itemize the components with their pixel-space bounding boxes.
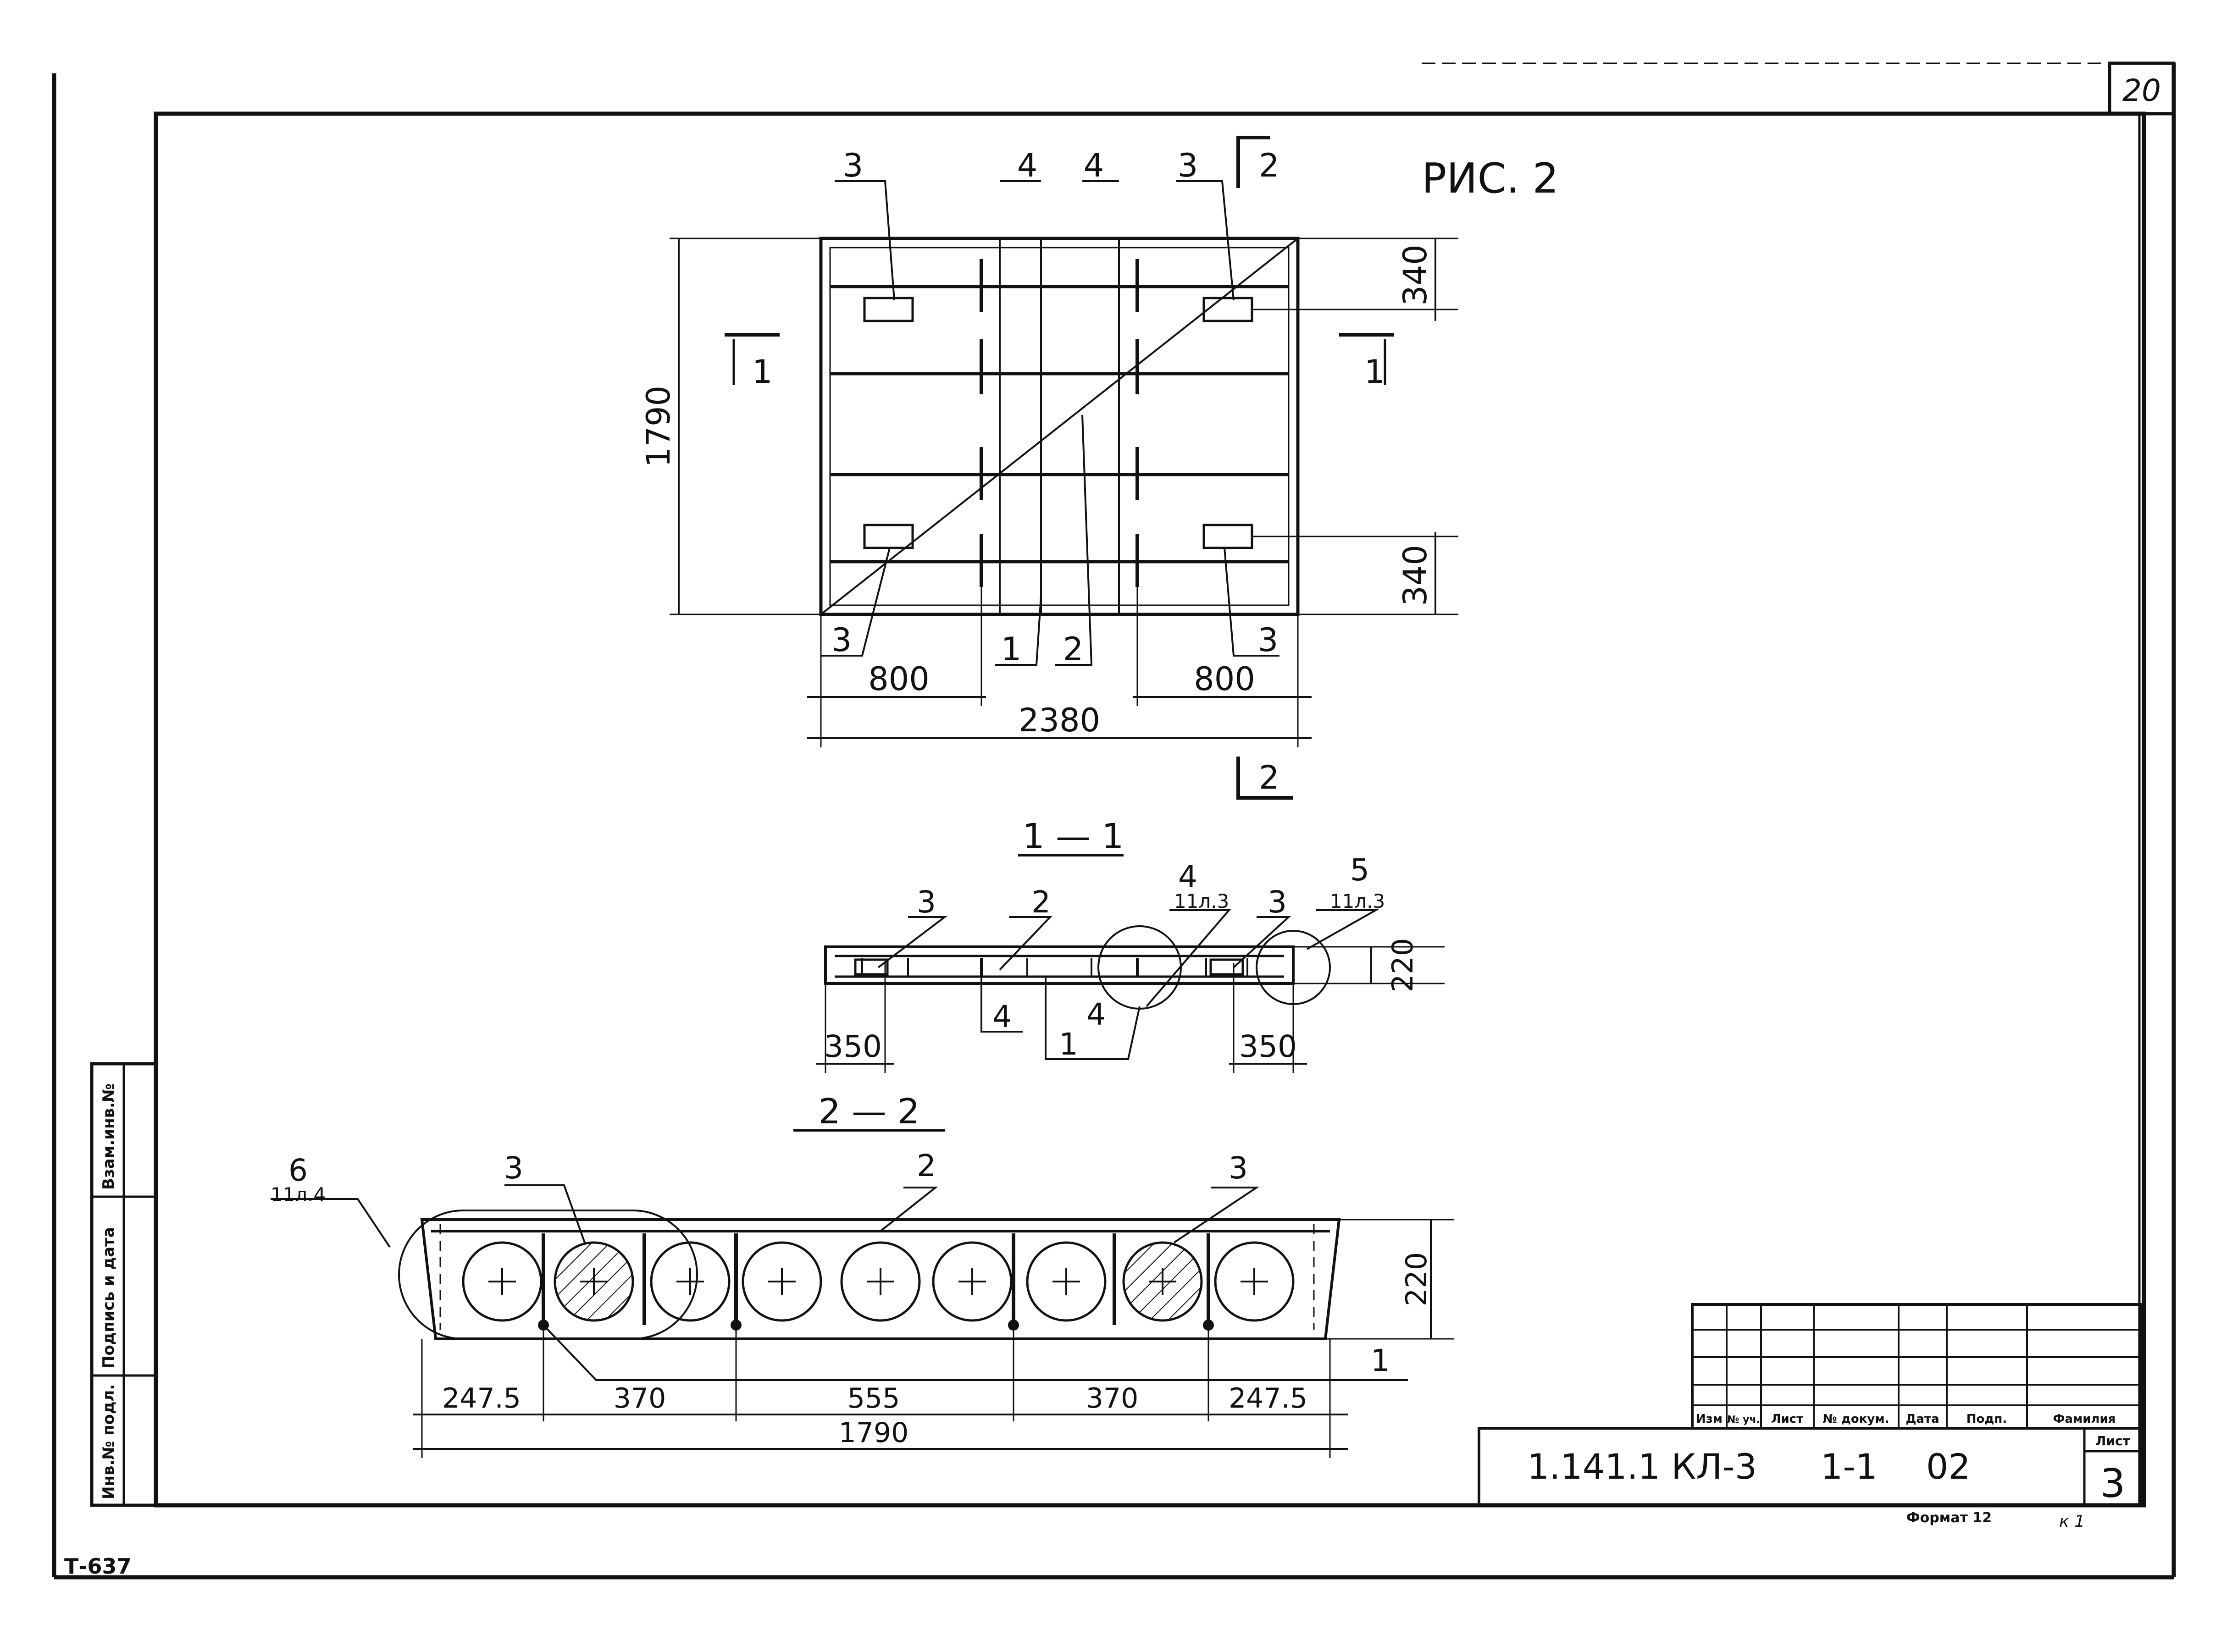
s11-callout-3-right: 3 bbox=[1268, 884, 1287, 920]
s11-callout-1: 1 bbox=[1059, 1027, 1078, 1062]
document-section: 1-1 bbox=[1821, 1446, 1878, 1487]
dim-s22-d1: 247.5 bbox=[442, 1382, 521, 1414]
title-block-headers: Изм № уч. Лист № докум. Дата Подп. Фамил… bbox=[1696, 1412, 2116, 1426]
plan-callout-3-tl: 3 bbox=[843, 147, 864, 184]
dim-s22-d5: 247.5 bbox=[1229, 1382, 1307, 1414]
plan-callout-4-a: 4 bbox=[1017, 147, 1038, 184]
void-9 bbox=[1214, 1241, 1295, 1322]
plan-callout-3-tr: 3 bbox=[1178, 147, 1198, 184]
void-3 bbox=[650, 1241, 731, 1322]
void-2-filled bbox=[554, 1241, 634, 1322]
s22-callout-6: 6 bbox=[288, 1153, 308, 1188]
format-label: Формат 12 bbox=[1906, 1510, 1992, 1526]
header-date: Дата bbox=[1905, 1412, 1939, 1426]
detail-outline-6 bbox=[398, 1210, 698, 1340]
plan-callout-1: 1 bbox=[1001, 630, 1022, 668]
header-list: Лист bbox=[1771, 1412, 1803, 1426]
dim-plan-top-offset: 340 bbox=[1396, 244, 1434, 306]
void-5 bbox=[840, 1241, 921, 1322]
section-1-1-labels: 1 — 1 3 2 4 11л.3 3 5 11л.3 4 4 1 220 35… bbox=[824, 816, 1419, 1064]
s11-callout-2: 2 bbox=[1031, 884, 1051, 920]
detail-circle-4 bbox=[1097, 925, 1182, 1010]
sheet-border bbox=[52, 61, 2176, 1580]
title-block bbox=[1478, 1303, 2143, 1507]
plate-embedded-tl bbox=[863, 297, 914, 322]
side-stamp bbox=[90, 1062, 158, 1507]
dim-s22-d4: 370 bbox=[1086, 1382, 1139, 1414]
s22-callout-1: 1 bbox=[1371, 1343, 1390, 1378]
section-1-1 bbox=[816, 854, 1445, 1073]
cut-label-1-left: 1 bbox=[752, 353, 773, 391]
void-1 bbox=[462, 1241, 543, 1322]
dim-s11-height: 220 bbox=[1386, 938, 1419, 992]
plate-embedded-br bbox=[1202, 524, 1253, 549]
s11-callout-4-a: 4 bbox=[992, 999, 1012, 1034]
plan-callout-2: 2 bbox=[1063, 630, 1084, 668]
header-signature: Подп. bbox=[1966, 1412, 2007, 1426]
dim-s22-d2: 370 bbox=[614, 1382, 666, 1414]
s11-callout-3-left: 3 bbox=[917, 884, 936, 920]
dim-s11-left-end: 350 bbox=[824, 1029, 882, 1064]
header-surname: Фамилия bbox=[2053, 1412, 2116, 1426]
dim-plan-width: 2380 bbox=[1019, 702, 1100, 739]
s11-ref-sheet-3-b: 11л.3 bbox=[1330, 890, 1385, 912]
header-izm: Изм bbox=[1696, 1412, 1723, 1426]
dim-plan-left-zone: 800 bbox=[868, 660, 930, 698]
s11-callout-5: 5 bbox=[1350, 852, 1369, 888]
sheet-number: 3 bbox=[2100, 1461, 2126, 1507]
dim-plan-right-zone: 800 bbox=[1194, 660, 1255, 698]
s22-callout-3-left: 3 bbox=[504, 1150, 523, 1186]
section-2-2-title: 2 — 2 bbox=[818, 1091, 919, 1132]
dim-plan-height: 1790 bbox=[640, 386, 677, 467]
cut-label-1-right: 1 bbox=[1364, 353, 1385, 391]
section-1-1-title: 1 — 1 bbox=[1022, 816, 1124, 856]
stamp-code: Т-637 bbox=[64, 1554, 132, 1579]
plan-labels: 3 4 4 3 3 3 1 2 1 1 2 2 1790 340 340 800… bbox=[640, 147, 1434, 796]
plate-embedded-bl bbox=[863, 524, 914, 549]
page-number: 20 bbox=[2122, 73, 2161, 108]
scribble-note: к 1 bbox=[2059, 1512, 2085, 1531]
section-2-2-labels: 2 — 2 6 11л.4 3 2 3 1 220 247.5 370 555 … bbox=[271, 1091, 1433, 1449]
side-stamp-inv-orig: Инв.№ подл. bbox=[100, 1384, 118, 1499]
cut-label-2-top: 2 bbox=[1259, 147, 1279, 184]
section-2-2 bbox=[271, 1129, 1454, 1458]
plan-callout-4-b: 4 bbox=[1084, 147, 1104, 184]
side-stamp-signature-date: Подпись и дата bbox=[100, 1227, 118, 1369]
figure-title: РИС. 2 bbox=[1422, 155, 1559, 203]
void-7 bbox=[1026, 1241, 1107, 1322]
s22-ref-sheet-4: 11л.4 bbox=[271, 1183, 326, 1206]
s22-callout-2: 2 bbox=[917, 1148, 936, 1183]
plate-embedded-tr bbox=[1202, 297, 1253, 322]
s11-callout-4-b: 4 bbox=[1086, 997, 1106, 1032]
dim-s22-d3: 555 bbox=[847, 1382, 900, 1414]
s22-callout-3-right: 3 bbox=[1229, 1150, 1248, 1186]
dim-s22-total: 1790 bbox=[839, 1417, 909, 1449]
cut-label-2-bottom: 2 bbox=[1259, 759, 1279, 796]
section-1-1-slab bbox=[824, 945, 1295, 985]
s11-ref-sheet-3-a: 11л.3 bbox=[1174, 890, 1229, 912]
header-num-uch: № уч. bbox=[1727, 1414, 1760, 1425]
plan-view bbox=[670, 136, 1458, 800]
header-document: № докум. bbox=[1823, 1412, 1889, 1426]
plan-callout-3-br: 3 bbox=[1258, 621, 1279, 659]
sheet-label: Лист bbox=[2095, 1433, 2130, 1448]
side-stamp-inv-replace: Взам.инв.№ bbox=[100, 1083, 118, 1190]
void-6 bbox=[932, 1241, 1013, 1322]
dim-s11-right-end: 350 bbox=[1239, 1029, 1297, 1064]
dim-plan-bottom-offset: 340 bbox=[1396, 545, 1434, 606]
document-issue: 02 bbox=[1926, 1446, 1971, 1487]
void-8-filled bbox=[1122, 1241, 1203, 1322]
document-code: 1.141.1 КЛ-3 bbox=[1527, 1446, 1757, 1487]
plan-callout-3-bl: 3 bbox=[831, 621, 852, 659]
plan-diagonal bbox=[820, 238, 1299, 615]
dim-s22-height: 220 bbox=[1400, 1252, 1433, 1306]
void-4 bbox=[742, 1241, 822, 1322]
s11-callout-4-top: 4 bbox=[1178, 859, 1197, 895]
